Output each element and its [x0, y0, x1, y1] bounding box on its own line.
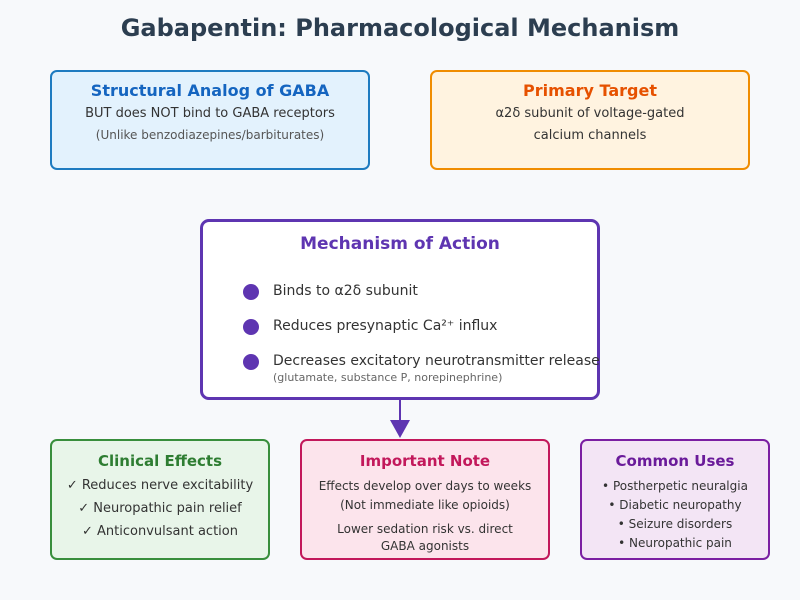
list-item: • Neuropathic pain [618, 536, 732, 550]
list-item: • Postherpetic neuralgia [602, 479, 748, 493]
important-note-heading: Important Note [359, 452, 491, 470]
mechanism-step-text: Decreases excitatory neurotransmitter re… [273, 353, 600, 369]
important-note-box: Important Note Effects develop over days… [300, 439, 550, 560]
important-note-line-4: GABA agonists [380, 539, 470, 553]
arrow-down-icon [390, 420, 410, 438]
page-title: Gabapentin: Pharmacological Mechanism [120, 14, 680, 42]
list-item: ✓ Anticonvulsant action [82, 524, 238, 539]
primary-target-line-1: α2δ subunit of voltage-gated [495, 106, 685, 121]
primary-target-box: Primary Target α2δ subunit of voltage-ga… [430, 70, 750, 170]
step-bullet-icon [243, 354, 259, 370]
step-bullet-icon [243, 319, 259, 335]
common-uses-heading: Common Uses [615, 452, 735, 470]
list-item: ✓ Reduces nerve excitability [66, 478, 254, 493]
list-item: • Diabetic neuropathy [608, 498, 742, 512]
clinical-effects-box: Clinical Effects ✓ Reduces nerve excitab… [50, 439, 270, 560]
important-note-line-1: Effects develop over days to weeks [318, 479, 532, 493]
clinical-effects-heading: Clinical Effects [97, 452, 223, 470]
common-uses-box: Common Uses • Postherpetic neuralgia • D… [580, 439, 770, 560]
flow-arrow-line [399, 400, 401, 422]
list-item: • Seizure disorders [617, 517, 733, 531]
mechanism-step-text: Reduces presynaptic Ca²⁺ influx [273, 318, 498, 334]
step-bullet-icon [243, 284, 259, 300]
mechanism-heading: Mechanism of Action [300, 234, 500, 254]
important-note-line-2: (Not immediate like opioids) [340, 498, 510, 512]
list-item: ✓ Neuropathic pain relief [78, 501, 242, 516]
mechanism-box: Mechanism of Action Binds to α2δ subunit… [200, 219, 600, 400]
mechanism-step-text: Binds to α2δ subunit [273, 283, 418, 299]
primary-target-heading: Primary Target [523, 81, 657, 100]
important-note-line-3: Lower sedation risk vs. direct [337, 522, 513, 536]
primary-target-line-2: calcium channels [533, 128, 647, 143]
structural-analog-line-2: (Unlike benzodiazepines/barbiturates) [95, 128, 325, 142]
structural-analog-line-1: BUT does NOT bind to GABA receptors [85, 106, 335, 121]
mechanism-step-subtext: (glutamate, substance P, norepinephrine) [273, 371, 503, 384]
structural-analog-heading: Structural Analog of GABA [90, 81, 330, 100]
structural-analog-box: Structural Analog of GABA BUT does NOT b… [50, 70, 370, 170]
